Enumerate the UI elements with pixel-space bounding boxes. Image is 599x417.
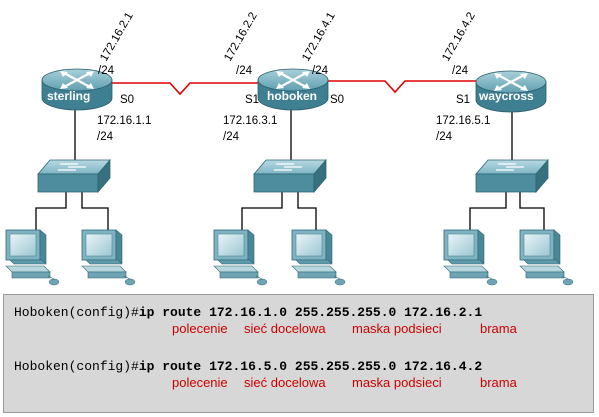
- serial-link-sterling-hoboken: [103, 82, 262, 96]
- cmd-gateway: 172.16.2.1: [404, 305, 483, 320]
- waycross-interface-s1: S1: [456, 94, 470, 106]
- router-hoboken: hoboken: [256, 67, 330, 112]
- cmd-network: 172.16.1.0: [209, 305, 288, 320]
- router-sterling: sterling: [40, 67, 114, 112]
- pc-waycross-1: [443, 229, 498, 286]
- pc-sterling-1: [5, 229, 60, 286]
- annotation-command-1: polecenie: [172, 321, 228, 336]
- annotation-network-2: sieć docelowa: [244, 375, 326, 390]
- cmd-prompt: Hoboken(config)#: [14, 305, 139, 320]
- command-line-1: Hoboken(config)#ip route 172.16.1.0 255.…: [14, 305, 482, 320]
- serial-link-hoboken-waycross: [325, 80, 476, 94]
- sterling-s0-address: 172.16.2.1: [98, 10, 136, 63]
- waycross-lan-address: 172.16.5.1: [436, 115, 490, 127]
- cmd-keyword: ip route: [138, 359, 202, 374]
- hoboken-s1-mask: /24: [236, 65, 253, 77]
- router-waycross: waycross: [474, 69, 548, 114]
- pc-hoboken-2: [291, 229, 346, 286]
- command-panel: Hoboken(config)#ip route 172.16.1.0 255.…: [3, 294, 594, 413]
- cmd-mask: 255.255.255.0: [294, 359, 397, 374]
- cmd-keyword: ip route: [138, 305, 202, 320]
- switch-sterling-lan: [37, 159, 111, 193]
- annotation-command-2: polecenie: [172, 375, 228, 390]
- router-waycross-name: waycross: [478, 89, 534, 103]
- hoboken-s1-address: 172.16.2.2: [222, 10, 260, 63]
- cmd-gateway: 172.16.4.2: [404, 359, 483, 374]
- sterling-lan-address: 172.16.1.1: [97, 115, 151, 127]
- hoboken-s0-mask: /24: [312, 65, 329, 77]
- hoboken-s0-address: 172.16.4.1: [300, 10, 338, 63]
- cmd-mask: 255.255.255.0: [294, 305, 397, 320]
- pc-sterling-2: [81, 229, 136, 286]
- sterling-interface-s0: S0: [120, 94, 134, 106]
- serial-links: [103, 80, 476, 96]
- waycross-lan-mask: /24: [436, 131, 453, 143]
- waycross-s1-address: 172.16.4.2: [440, 10, 478, 63]
- cmd-network: 172.16.5.0: [209, 359, 288, 374]
- hoboken-interface-s1: S1: [245, 94, 259, 106]
- ethernet-links: [35, 110, 545, 232]
- annotation-gateway-1: brama: [480, 321, 517, 336]
- sterling-lan-mask: /24: [97, 131, 114, 143]
- hoboken-interface-s0: S0: [330, 94, 344, 106]
- annotation-mask-2: maska podsieci: [352, 375, 442, 390]
- command-line-2: Hoboken(config)#ip route 172.16.5.0 255.…: [14, 359, 482, 374]
- hoboken-lan-mask: /24: [223, 131, 240, 143]
- router-hoboken-name: hoboken: [267, 89, 317, 103]
- hoboken-lan-address: 172.16.3.1: [223, 115, 277, 127]
- pc-hoboken-1: [213, 229, 268, 286]
- annotation-mask-1: maska podsieci: [352, 321, 442, 336]
- annotation-gateway-2: brama: [480, 375, 517, 390]
- switch-hoboken-lan: [253, 159, 327, 193]
- waycross-s1-mask: /24: [452, 65, 469, 77]
- switch-waycross-lan: [475, 159, 549, 193]
- annotation-network-1: sieć docelowa: [244, 321, 326, 336]
- router-sterling-name: sterling: [47, 89, 90, 103]
- cmd-prompt: Hoboken(config)#: [14, 359, 139, 374]
- sterling-s0-mask-label: /24: [98, 65, 115, 77]
- pc-waycross-2: [519, 229, 574, 286]
